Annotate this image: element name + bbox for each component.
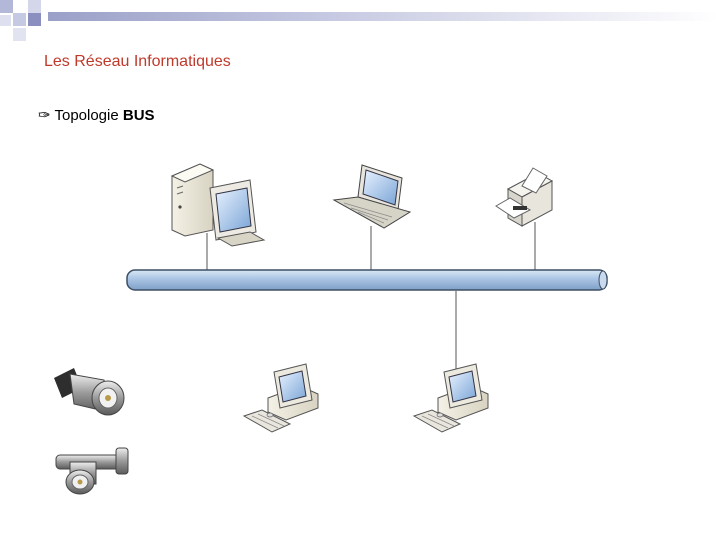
slide-title: Les Réseau Informatiques [44, 53, 231, 70]
pencil-icon: ✑ [38, 107, 51, 124]
bus-cable [126, 269, 608, 291]
bullet-bold-text: BUS [122, 107, 155, 124]
printer-icon [495, 167, 554, 227]
network-cables [206, 222, 536, 370]
desktop-pc-icon [242, 363, 319, 433]
desktop-pc-icon [412, 363, 489, 433]
bullet-line: ✑ Topologie BUS [38, 106, 155, 124]
bnc-t-connector-icon [48, 440, 130, 496]
tower-workstation-icon [170, 163, 266, 247]
corner-decoration [0, 0, 720, 41]
laptop-icon [332, 164, 412, 229]
bnc-connector-icon [48, 358, 128, 430]
bullet-text: Topologie [54, 107, 119, 124]
